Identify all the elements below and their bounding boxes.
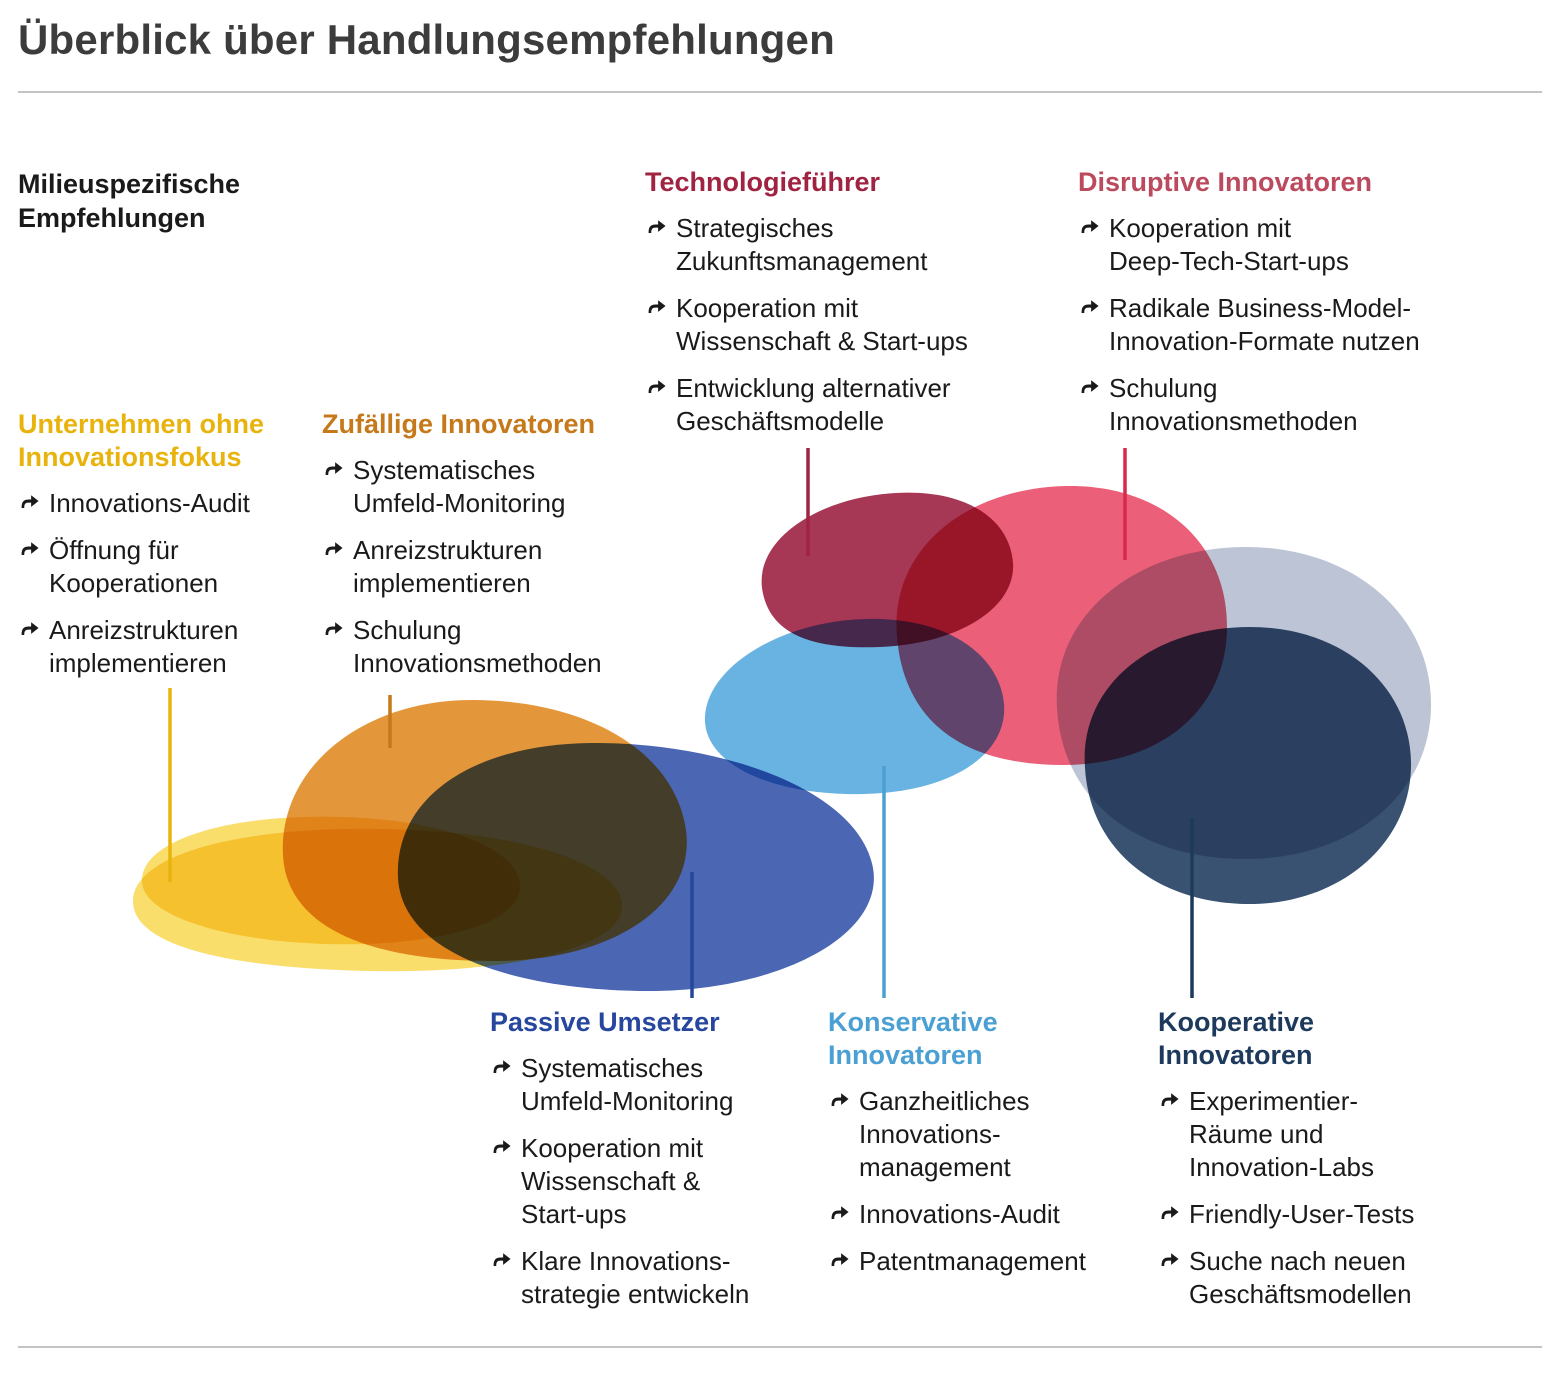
arrow-bullet-icon xyxy=(645,377,667,394)
arrow-bullet-icon xyxy=(490,1137,512,1154)
recommendation-list: Systematisches Umfeld-Monitoring Koopera… xyxy=(490,1052,824,1311)
recommendation-item: Kooperation mit Deep-Tech-Start-ups xyxy=(1078,212,1518,278)
arrow-bullet-icon xyxy=(1158,1203,1180,1220)
recommendation-item: Radikale Business-Model- Innovation-Form… xyxy=(1078,292,1518,358)
recommendation-text: Radikale Business-Model- Innovation-Form… xyxy=(1109,292,1420,356)
arrow-bullet-icon xyxy=(828,1250,850,1267)
recommendation-list: Innovations-Audit Öffnung für Kooperatio… xyxy=(18,487,320,680)
recommendation-text: Suche nach neuen Geschäftsmodellen xyxy=(1189,1245,1412,1309)
recommendation-item: Experimentier- Räume und Innovation-Labs xyxy=(1158,1085,1488,1184)
recommendation-text: Schulung Innovationsmethoden xyxy=(1109,373,1358,437)
group-title: Disruptive Innovatoren xyxy=(1078,167,1373,197)
arrow-bullet-icon xyxy=(18,619,40,636)
recommendation-list: Experimentier- Räume und Innovation-Labs… xyxy=(1158,1085,1488,1311)
recommendation-item: Systematisches Umfeld-Monitoring xyxy=(322,454,656,520)
group-title: Kooperative Innovatoren xyxy=(1158,1007,1315,1070)
recommendation-item: Anreizstrukturen implementieren xyxy=(18,614,320,680)
recommendation-item: Schulung Innovationsmethoden xyxy=(322,614,656,680)
recommendation-item: Kooperation mit Wissenschaft & Start-ups xyxy=(645,292,1031,358)
group-disruptive-innovatoren: Disruptive Innovatoren Kooperation mit D… xyxy=(1078,166,1518,452)
arrow-bullet-icon xyxy=(1078,297,1100,314)
group-passive-umsetzer: Passive Umsetzer Systematisches Umfeld-M… xyxy=(490,1006,824,1325)
recommendation-item: Innovations-Audit xyxy=(828,1198,1134,1231)
recommendation-text: Systematisches Umfeld-Monitoring xyxy=(353,454,566,518)
group-title: Technologieführer xyxy=(645,167,881,197)
group-title: Konservative Innovatoren xyxy=(828,1007,998,1070)
recommendation-item: Klare Innovations- strategie entwickeln xyxy=(490,1245,824,1311)
recommendation-text: Innovations-Audit xyxy=(859,1198,1060,1229)
recommendation-text: Anreizstrukturen implementieren xyxy=(353,534,543,598)
recommendation-text: Klare Innovations- strategie entwickeln xyxy=(521,1246,750,1310)
recommendation-item: Öffnung für Kooperationen xyxy=(18,534,320,600)
arrow-bullet-icon xyxy=(645,217,667,234)
group-title: Passive Umsetzer xyxy=(490,1007,720,1037)
recommendation-text: Ganzheitliches Innovations- management xyxy=(859,1085,1030,1182)
arrow-bullet-icon xyxy=(1078,217,1100,234)
recommendation-list: Strategisches Zukunftsmanagement Koopera… xyxy=(645,212,1031,438)
group-technologiefuehrer: Technologieführer Strategisches Zukunfts… xyxy=(645,166,1031,452)
top-divider xyxy=(18,91,1542,93)
recommendation-item: Entwicklung alternativer Geschäftsmodell… xyxy=(645,372,1031,438)
arrow-bullet-icon xyxy=(1158,1250,1180,1267)
group-zufaellige-innovatoren: Zufällige Innovatoren Systematisches Umf… xyxy=(322,408,656,694)
group-kooperative-innovatoren: Kooperative Innovatoren Experimentier- R… xyxy=(1158,1006,1488,1325)
recommendation-item: Anreizstrukturen implementieren xyxy=(322,534,656,600)
recommendation-item: Ganzheitliches Innovations- management xyxy=(828,1085,1134,1184)
arrow-bullet-icon xyxy=(322,539,344,556)
arrow-bullet-icon xyxy=(18,539,40,556)
group-unternehmen-ohne-innovationsfokus: Unternehmen ohne Innovationsfokus Innova… xyxy=(18,408,320,694)
recommendation-item: Schulung Innovationsmethoden xyxy=(1078,372,1518,438)
recommendation-text: Experimentier- Räume und Innovation-Labs xyxy=(1189,1085,1375,1182)
group-title: Unternehmen ohne Innovationsfokus xyxy=(18,409,265,472)
recommendation-text: Kooperation mit Wissenschaft & Start-ups xyxy=(676,292,968,356)
arrow-bullet-icon xyxy=(1158,1090,1180,1107)
recommendation-item: Suche nach neuen Geschäftsmodellen xyxy=(1158,1245,1488,1311)
arrow-bullet-icon xyxy=(490,1057,512,1074)
recommendation-item: Innovations-Audit xyxy=(18,487,320,520)
arrow-bullet-icon xyxy=(18,492,40,509)
recommendation-item: Friendly-User-Tests xyxy=(1158,1198,1488,1231)
recommendation-item: Kooperation mit Wissenschaft & Start-ups xyxy=(490,1132,824,1231)
arrow-bullet-icon xyxy=(828,1203,850,1220)
recommendation-list: Ganzheitliches Innovations- management I… xyxy=(828,1085,1134,1278)
recommendation-text: Schulung Innovationsmethoden xyxy=(353,615,602,679)
recommendation-text: Entwicklung alternativer Geschäftsmodell… xyxy=(676,373,951,437)
recommendation-text: Innovations-Audit xyxy=(49,487,250,518)
recommendation-text: Systematisches Umfeld-Monitoring xyxy=(521,1052,734,1116)
recommendation-item: Systematisches Umfeld-Monitoring xyxy=(490,1052,824,1118)
recommendation-item: Patentmanagement xyxy=(828,1245,1134,1278)
blob-navy xyxy=(1084,627,1412,905)
recommendation-text: Öffnung für Kooperationen xyxy=(49,534,219,598)
group-title: Zufällige Innovatoren xyxy=(322,409,596,439)
diagram-subtitle: Milieuspezifische Empfehlungen xyxy=(18,169,241,233)
recommendation-item: Strategisches Zukunftsmanagement xyxy=(645,212,1031,278)
bottom-divider xyxy=(18,1346,1542,1348)
recommendation-text: Friendly-User-Tests xyxy=(1189,1198,1415,1229)
blob-royal-blue xyxy=(397,742,874,992)
recommendation-text: Strategisches Zukunftsmanagement xyxy=(676,212,928,276)
recommendation-text: Kooperation mit Deep-Tech-Start-ups xyxy=(1109,212,1349,276)
recommendation-list: Systematisches Umfeld-Monitoring Anreizs… xyxy=(322,454,656,680)
arrow-bullet-icon xyxy=(322,619,344,636)
arrow-bullet-icon xyxy=(1078,377,1100,394)
arrow-bullet-icon xyxy=(490,1250,512,1267)
page-title: Überblick über Handlungsempfehlungen xyxy=(18,16,835,63)
arrow-bullet-icon xyxy=(828,1090,850,1107)
recommendation-text: Patentmanagement xyxy=(859,1245,1086,1276)
arrow-bullet-icon xyxy=(645,297,667,314)
recommendation-text: Kooperation mit Wissenschaft & Start-ups xyxy=(521,1132,704,1229)
recommendation-list: Kooperation mit Deep-Tech-Start-ups Radi… xyxy=(1078,212,1518,438)
arrow-bullet-icon xyxy=(322,459,344,476)
recommendation-text: Anreizstrukturen implementieren xyxy=(49,614,239,678)
group-konservative-innovatoren: Konservative Innovatoren Ganzheitliches … xyxy=(828,1006,1134,1292)
